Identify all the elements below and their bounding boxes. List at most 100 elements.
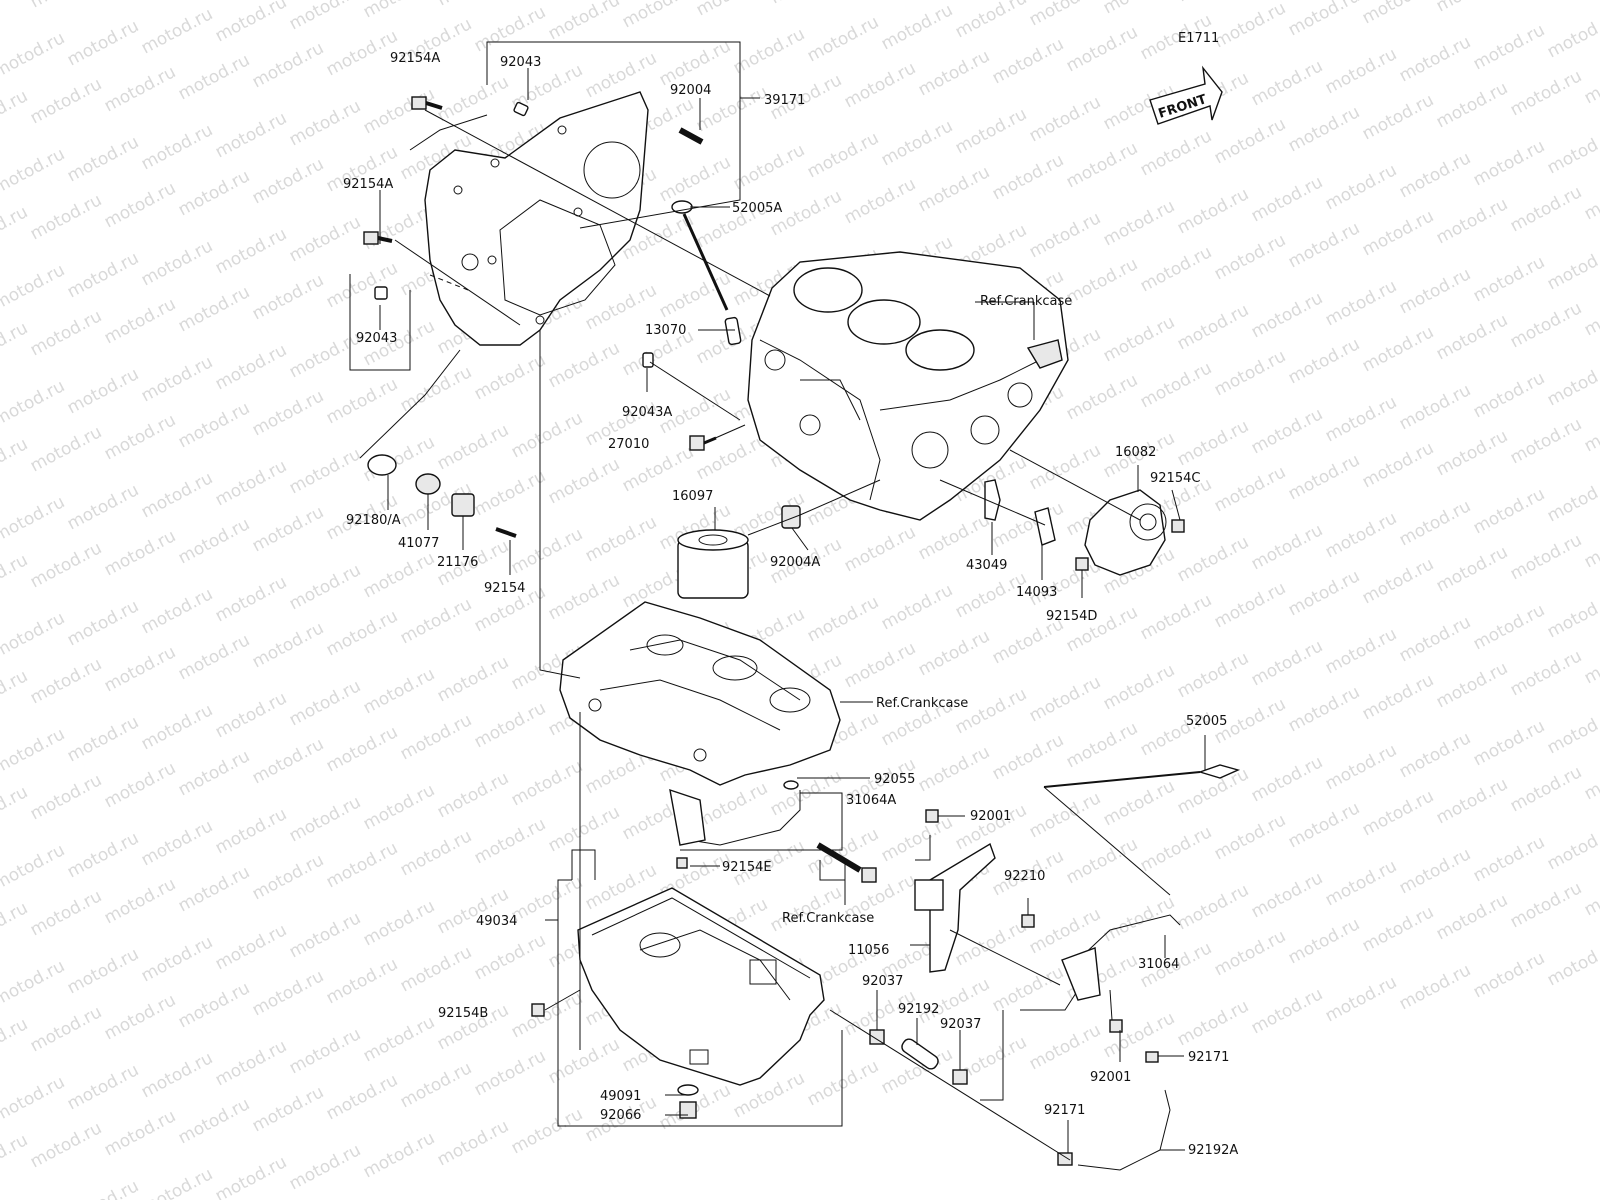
dowel-92043-top-icon xyxy=(513,101,529,117)
watermark-text: motod.ru xyxy=(471,814,549,868)
oil-filter-16097 xyxy=(677,529,749,599)
label-92037-1: 92037 xyxy=(862,974,903,989)
watermark-text: motod.ru xyxy=(1285,566,1363,620)
watermark-text: motod.ru xyxy=(1433,310,1511,364)
watermark-text: motod.ru xyxy=(1359,438,1437,492)
watermark-text: motod.ru xyxy=(915,510,993,564)
watermark-text: motod.ru xyxy=(508,988,586,1042)
watermark-text: motod.ru xyxy=(1248,636,1326,690)
watermark-text: motod.ru xyxy=(1248,56,1326,110)
plug-41077-icon xyxy=(415,473,441,495)
watermark-text: motod.ru xyxy=(27,654,105,708)
label-92154E: 92154E xyxy=(722,860,772,875)
watermark-text: motod.ru xyxy=(1248,868,1326,922)
watermark-text: motod.ru xyxy=(1285,334,1363,388)
watermark-text: motod.ru xyxy=(175,978,253,1032)
watermark-text: motod.ru xyxy=(1322,624,1400,678)
label-92210: 92210 xyxy=(1004,869,1045,884)
watermark-text: motod.ru xyxy=(952,916,1030,970)
watermark-text: motod.ru xyxy=(0,724,68,778)
watermark-text: motod.ru xyxy=(175,50,253,104)
watermark-text: motod.ru xyxy=(1063,138,1141,192)
watermark-text: motod.ru xyxy=(1137,822,1215,876)
watermark-text: motod.ru xyxy=(323,954,401,1008)
drain-plug-92066-icon xyxy=(679,1101,697,1119)
watermark-text: motod.ru xyxy=(1322,392,1400,446)
watermark-text: motod.ru xyxy=(27,190,105,244)
watermark-text: motod.ru xyxy=(1396,844,1474,898)
label-92154C: 92154C xyxy=(1150,471,1200,486)
watermark-text: motod.ru xyxy=(1359,206,1437,260)
o-ring-92180A-icon xyxy=(367,454,397,476)
label-92154: 92154 xyxy=(484,581,525,596)
label-13070: 13070 xyxy=(645,323,686,338)
watermark-text: motod.ru xyxy=(508,1104,586,1158)
dowel-92043A-icon xyxy=(642,352,654,368)
watermark-text: motod.ru xyxy=(64,248,142,302)
watermark-text: motod.ru xyxy=(64,1060,142,1114)
label-92043-top: 92043 xyxy=(500,55,541,70)
label-43049: 43049 xyxy=(966,558,1007,573)
watermark-text: motod.ru xyxy=(1322,44,1400,98)
strainer-pipe-31064A xyxy=(669,788,801,846)
watermark-text: motod.ru xyxy=(286,1024,364,1078)
watermark-text: motod.ru xyxy=(101,642,179,696)
watermark-text: motod.ru xyxy=(0,318,31,372)
watermark-text: motod.ru xyxy=(1137,242,1215,296)
watermark-text: motod.ru xyxy=(360,780,438,834)
watermark-text: motod.ru xyxy=(1396,264,1474,318)
watermark-text: motod.ru xyxy=(1507,878,1585,932)
watermark-text: motod.ru xyxy=(1174,416,1252,470)
watermark-text: motod.ru xyxy=(471,2,549,56)
watermark-text: motod.ru xyxy=(138,1048,216,1102)
label-39171: 39171 xyxy=(764,93,805,108)
watermark-text: motod.ru xyxy=(360,0,438,22)
label-92154A-lower: 92154A xyxy=(343,177,393,192)
watermark-text: motod.ru xyxy=(0,666,31,720)
watermark-text: motod.ru xyxy=(1211,114,1289,168)
watermark-text: motod.ru xyxy=(0,28,68,82)
watermark-text: motod.ru xyxy=(1396,148,1474,202)
watermark-text: motod.ru xyxy=(1100,196,1178,250)
pipe-13070-icon xyxy=(724,316,742,346)
watermark-text: motod.ru xyxy=(64,364,142,418)
label-92171-right: 92171 xyxy=(1188,1050,1229,1065)
watermark-text: motod.ru xyxy=(656,268,734,322)
watermark-text: motod.ru xyxy=(545,454,623,508)
watermark-text: motod.ru xyxy=(286,792,364,846)
watermark-text: motod.ru xyxy=(989,730,1067,784)
watermark-text: motod.ru xyxy=(1359,670,1437,724)
watermark-text: motod.ru xyxy=(27,306,105,360)
watermark-text: motod.ru xyxy=(508,872,586,926)
watermark-text: motod.ru xyxy=(101,990,179,1044)
watermark-text: motod.ru xyxy=(27,1118,105,1172)
watermark-text: motod.ru xyxy=(1433,78,1511,132)
stud-icon xyxy=(816,842,862,873)
watermark-text: motod.ru xyxy=(434,652,512,706)
label-16082: 16082 xyxy=(1115,445,1156,460)
watermark-text: motod.ru xyxy=(1026,556,1104,610)
watermark-text: motod.ru xyxy=(434,420,512,474)
watermark-text: motod.ru xyxy=(1063,834,1141,888)
watermark-text: motod.ru xyxy=(545,338,623,392)
watermark-text: motod.ru xyxy=(1100,0,1178,18)
watermark-text: motod.ru xyxy=(989,962,1067,1016)
watermark-text: motod.ru xyxy=(1248,984,1326,1038)
clamp-92171-right-icon xyxy=(1145,1051,1159,1063)
watermark-text: motod.ru xyxy=(1396,728,1474,782)
watermark-text: motod.ru xyxy=(212,108,290,162)
watermark-text: motod.ru xyxy=(1248,404,1326,458)
watermark-text: motod.ru xyxy=(138,352,216,406)
label-52005: 52005 xyxy=(1186,714,1227,729)
label-49034: 49034 xyxy=(476,914,517,929)
label-92001-top: 92001 xyxy=(970,809,1011,824)
label-92066: 92066 xyxy=(600,1108,641,1123)
watermark-text: motod.ru xyxy=(1507,66,1585,120)
watermark-text: motod.ru xyxy=(1544,472,1600,526)
watermark-text: motod.ru xyxy=(175,630,253,684)
watermark-text: motod.ru xyxy=(1174,184,1252,238)
upper-crankcase xyxy=(747,251,1069,521)
watermark-text: motod.ru xyxy=(360,1012,438,1066)
watermark-text: motod.ru xyxy=(434,768,512,822)
